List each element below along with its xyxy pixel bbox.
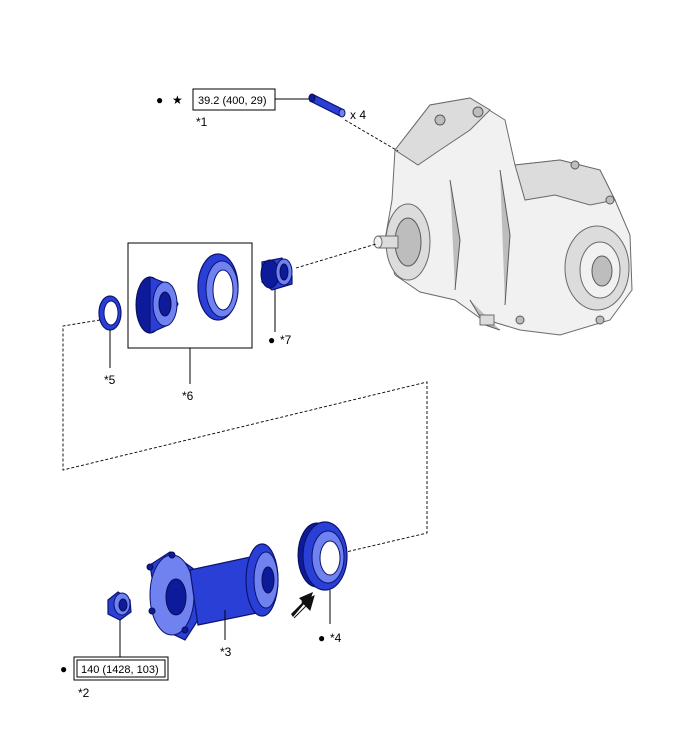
label-2: *2 [78,686,90,700]
torque-box-bolt: 39.2 (400, 29) [192,88,276,111]
hub-shaft-part [146,543,279,641]
oil-seal-part [297,521,348,591]
dot-icon-2: ● [60,662,67,676]
label-4: *4 [330,631,342,645]
washer-part [98,295,122,331]
dot-icon-7: ● [268,333,275,347]
transfer-housing [373,97,633,336]
torque-box-nut: 140 (1428, 103) [73,656,169,681]
torque-bolt-text: 39.2 (400, 29) [198,95,267,107]
lock-nut-part [107,591,132,621]
dot-icon: ● [156,93,163,107]
label-1: *1 [196,115,208,129]
label-3: *3 [220,645,232,659]
star-icon: ★ [172,93,183,107]
label-5: *5 [104,373,116,387]
stud-bolt-part [308,93,346,118]
label-7: *7 [280,333,292,347]
collar-part [260,257,293,291]
bearing-part [135,253,239,334]
torque-nut-text: 140 (1428, 103) [81,664,159,676]
label-6: *6 [182,389,194,403]
arrow-icon [291,592,315,619]
leader-lines [109,98,331,657]
quantity-label: x 4 [350,108,366,122]
alignment-lines [62,119,428,553]
dot-icon-4: ● [318,631,325,645]
